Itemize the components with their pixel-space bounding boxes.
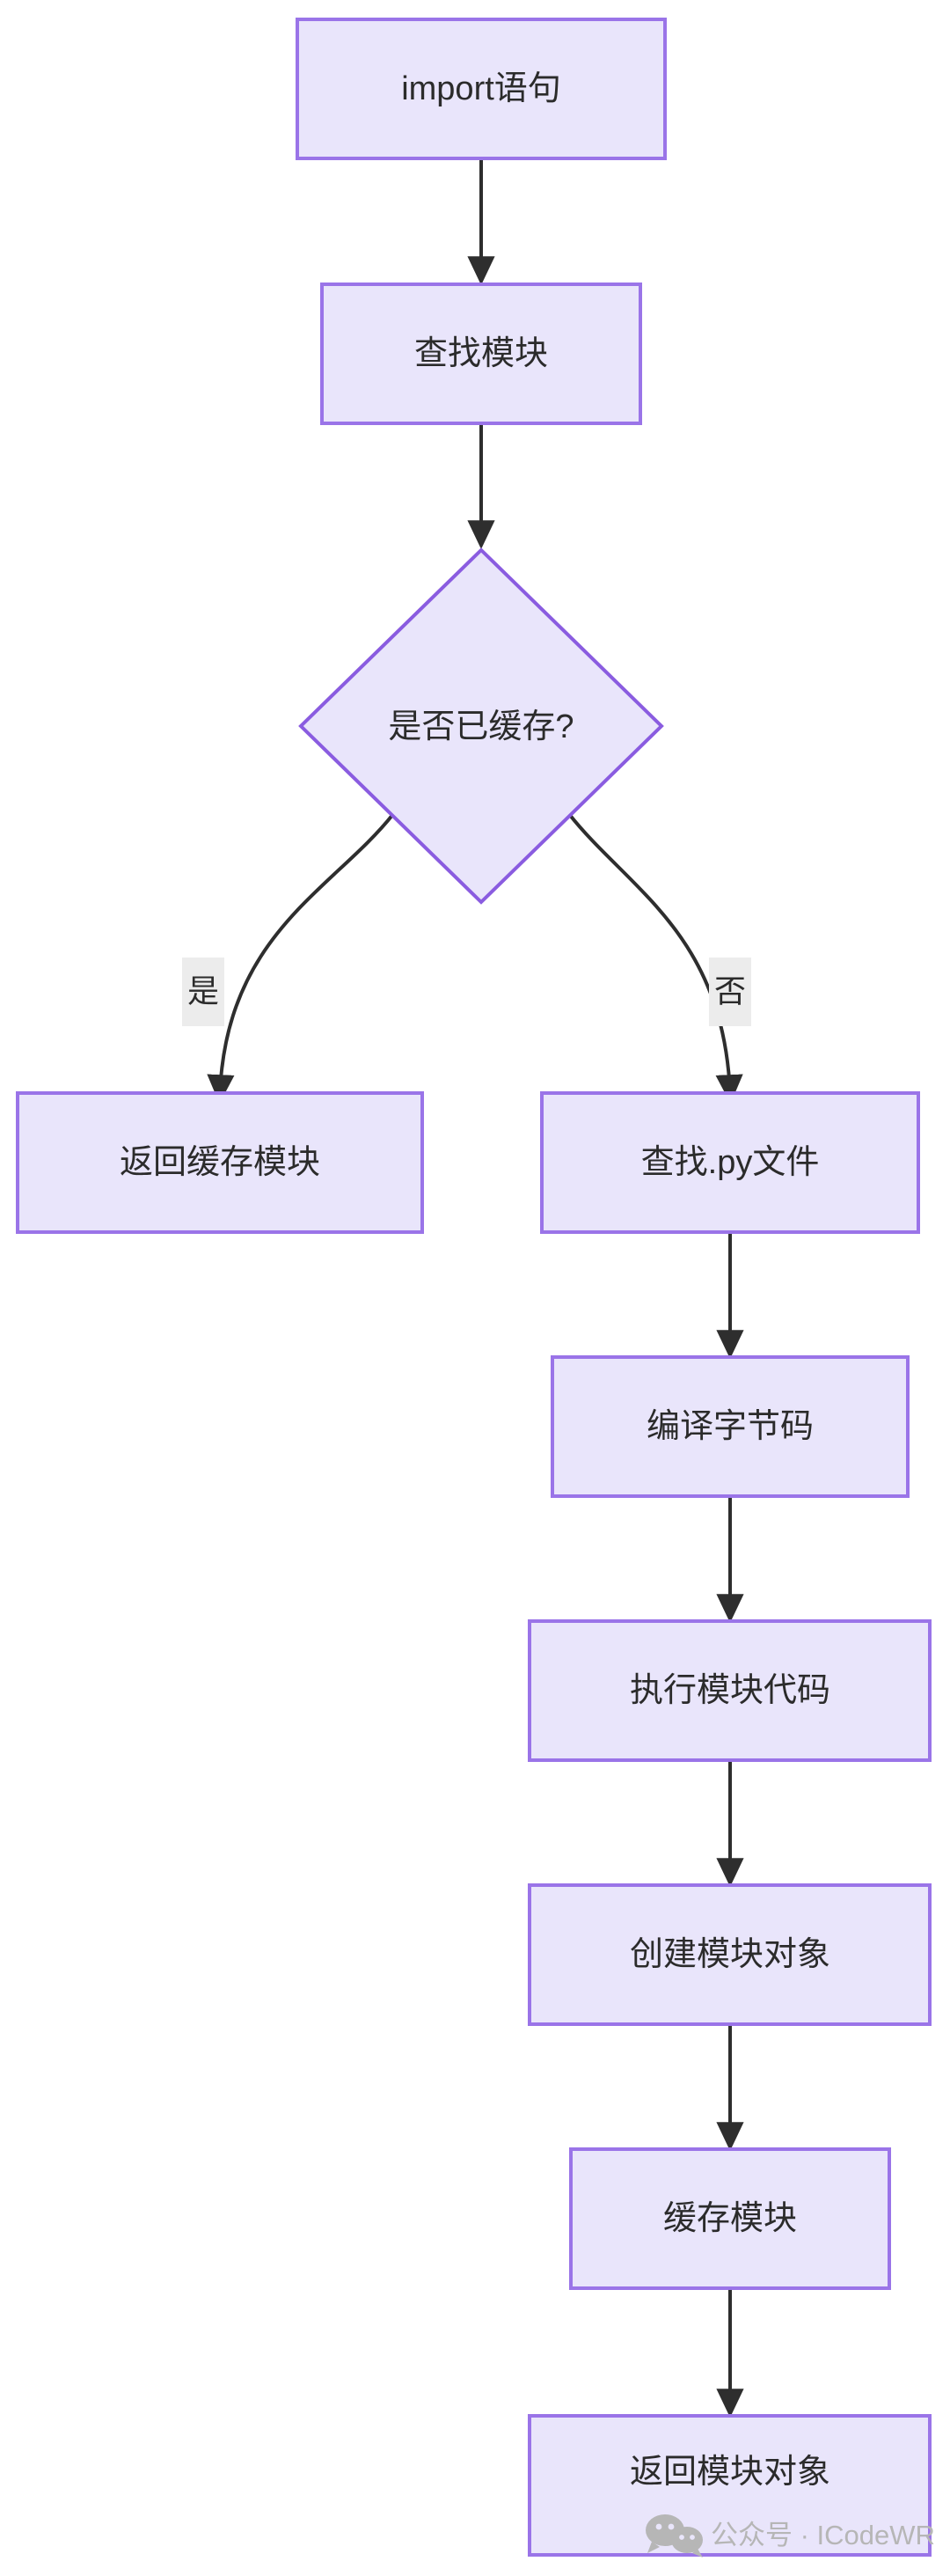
node-label-find-module: 查找模块: [414, 335, 548, 372]
node-label-is-cached: 是否已缓存?: [388, 708, 574, 745]
edge-n3-n4-yes: [207, 812, 395, 1104]
node-label-find-py-file: 查找.py文件: [641, 1144, 820, 1181]
edge-label-no: 否: [709, 958, 751, 1026]
node-return-cached-module[interactable]: 返回缓存模块: [16, 1091, 424, 1234]
node-label-compile-bytecode: 编译字节码: [647, 1408, 814, 1445]
node-label-return-module-object: 返回模块对象: [630, 2454, 830, 2491]
watermark-text: 公众号 · ICodeWR: [711, 2520, 935, 2550]
node-import-statement[interactable]: import语句: [296, 18, 667, 160]
node-find-module[interactable]: 查找模块: [320, 283, 642, 425]
node-compile-bytecode[interactable]: 编译字节码: [551, 1355, 910, 1498]
edge-label-no-text: 否: [714, 973, 746, 1009]
edges-layer: [207, 158, 744, 2418]
watermark: 公众号 · ICodeWR: [646, 2514, 935, 2558]
node-return-module-object[interactable]: 返回模块对象: [528, 2414, 932, 2557]
node-label-execute-module-code: 执行模块代码: [630, 1672, 830, 1709]
node-label-import-statement: import语句: [401, 70, 561, 107]
edge-label-yes-text: 是: [187, 973, 219, 1009]
node-execute-module-code[interactable]: 执行模块代码: [528, 1619, 932, 1762]
node-label-return-cached-module: 返回缓存模块: [120, 1144, 320, 1181]
node-find-py-file[interactable]: 查找.py文件: [540, 1091, 920, 1234]
node-label-cache-module: 缓存模块: [663, 2200, 797, 2237]
node-is-cached-decision[interactable]: 是否已缓存?: [298, 547, 664, 905]
node-create-module-object[interactable]: 创建模块对象: [528, 1883, 932, 2026]
wechat-icon: [646, 2514, 703, 2558]
edge-n3-n5-no: [567, 812, 743, 1104]
node-label-create-module-object: 创建模块对象: [630, 1936, 830, 1973]
edge-label-yes: 是: [182, 958, 224, 1026]
node-cache-module[interactable]: 缓存模块: [569, 2147, 891, 2290]
